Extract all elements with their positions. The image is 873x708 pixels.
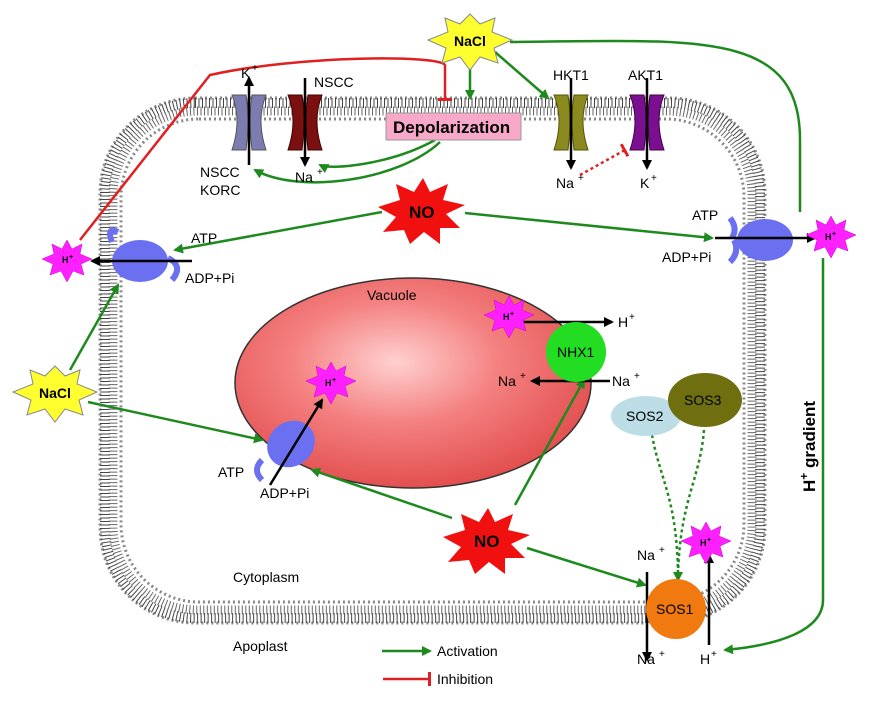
svg-text:H: H — [618, 314, 628, 330]
h-star-vacuole: H+ — [305, 361, 357, 405]
svg-text:H: H — [62, 255, 69, 265]
svg-text:H: H — [325, 378, 332, 388]
nacl-star-top: NaCl — [426, 13, 514, 71]
no-star-bottom: NO — [443, 508, 530, 574]
svg-text:+: + — [578, 173, 584, 184]
svg-text:+: + — [832, 231, 836, 238]
svg-text:ADP+Pi: ADP+Pi — [260, 485, 309, 501]
svg-text:NO: NO — [409, 203, 435, 222]
svg-text:H+ gradient: H+ gradient — [797, 401, 819, 492]
svg-text:Na: Na — [498, 373, 516, 389]
svg-text:Na: Na — [612, 373, 630, 389]
sos3: SOS3 — [668, 373, 742, 427]
h-gradient-label: H+ gradient — [797, 401, 819, 492]
svg-text:+: + — [659, 649, 665, 660]
nhx1-label: NHX1 — [557, 344, 595, 360]
sos1-labels: Na+ Na+ H+ — [637, 545, 717, 667]
svg-text:NO: NO — [474, 532, 500, 551]
svg-text:ATP: ATP — [692, 207, 718, 223]
right-h-pump — [715, 216, 817, 265]
sos2: SOS2 — [611, 396, 681, 436]
nhx1-antiporter: NHX1 — [520, 317, 614, 386]
svg-text:+: + — [69, 254, 73, 261]
svg-text:Na: Na — [637, 651, 655, 667]
h-star-sos1: H+ — [680, 521, 732, 565]
akt1-channel — [629, 78, 665, 170]
sos-dotted-activation — [650, 429, 706, 582]
svg-text:+: + — [707, 537, 711, 544]
svg-text:H: H — [700, 651, 710, 667]
svg-text:Na: Na — [637, 547, 655, 563]
h-star-left: H+ — [41, 239, 93, 283]
svg-text:Na: Na — [556, 175, 574, 191]
svg-text:ATP: ATP — [218, 464, 244, 480]
k-channel — [231, 76, 267, 165]
nhx-labels: H+ Na+ Na+ — [498, 312, 640, 389]
svg-text:NaCl: NaCl — [39, 385, 71, 401]
svg-text:+: + — [332, 377, 336, 384]
svg-text:ATP: ATP — [191, 230, 217, 246]
svg-text:K: K — [640, 175, 650, 191]
no-star-top: NO — [378, 178, 465, 244]
legend-activation-label: Activation — [437, 643, 498, 659]
hkt1-channel — [553, 78, 589, 170]
apoplast-label: Apoplast — [233, 638, 288, 654]
svg-text:+: + — [711, 649, 717, 660]
h-star-right: H+ — [805, 215, 857, 259]
vacuole: Vacuole — [234, 277, 592, 489]
depolarization-box: Depolarization — [385, 112, 522, 141]
svg-text:SOS1: SOS1 — [656, 601, 694, 617]
channel-labels: K+ NSCC HKT1 AKT1 NSCC KORC Na+ Na+ K+ — [200, 63, 663, 198]
svg-text:SOS2: SOS2 — [626, 408, 664, 424]
korc-label: KORC — [200, 182, 240, 198]
svg-text:+: + — [634, 371, 640, 382]
svg-text:+: + — [317, 167, 323, 178]
nacl-star-left: NaCl — [11, 365, 99, 423]
cytoplasm-label: Cytoplasm — [233, 569, 299, 585]
svg-text:+: + — [252, 63, 258, 74]
svg-text:K: K — [241, 65, 251, 81]
svg-text:+: + — [629, 312, 635, 323]
vacuolar-h-pump — [254, 398, 324, 486]
left-h-pump — [90, 227, 192, 282]
svg-text:ADP+Pi: ADP+Pi — [185, 270, 234, 286]
svg-text:H: H — [700, 538, 707, 548]
svg-text:AKT1: AKT1 — [628, 67, 663, 83]
svg-text:+: + — [520, 371, 526, 382]
plasma-membrane — [98, 96, 767, 625]
activation-arrows — [68, 39, 825, 656]
pump-labels: ATP ADP+Pi ATP ADP+Pi ATP ADP+Pi — [185, 207, 718, 501]
legend: Activation Inhibition — [437, 643, 498, 687]
svg-text:+: + — [651, 173, 657, 184]
svg-text:NaCl: NaCl — [454, 33, 486, 49]
svg-text:H: H — [503, 312, 510, 322]
svg-text:SOS3: SOS3 — [684, 392, 722, 408]
svg-text:HKT1: HKT1 — [553, 67, 589, 83]
svg-text:+: + — [510, 311, 514, 318]
sos1-antiporter: SOS1 — [642, 553, 714, 662]
svg-text:NSCC: NSCC — [314, 74, 354, 90]
svg-text:H: H — [825, 232, 832, 242]
svg-text:Na: Na — [295, 169, 313, 185]
svg-text:ADP+Pi: ADP+Pi — [662, 249, 711, 265]
inhibition-arrows — [79, 57, 630, 686]
nscc-channel — [287, 78, 323, 167]
svg-text:+: + — [659, 545, 665, 556]
nscc-label: NSCC — [200, 164, 240, 180]
legend-inhibition-label: Inhibition — [437, 671, 493, 687]
vacuole-label: Vacuole — [367, 287, 417, 303]
depolarization-label: Depolarization — [393, 118, 510, 137]
h-star-nhx: H+ — [483, 295, 535, 339]
